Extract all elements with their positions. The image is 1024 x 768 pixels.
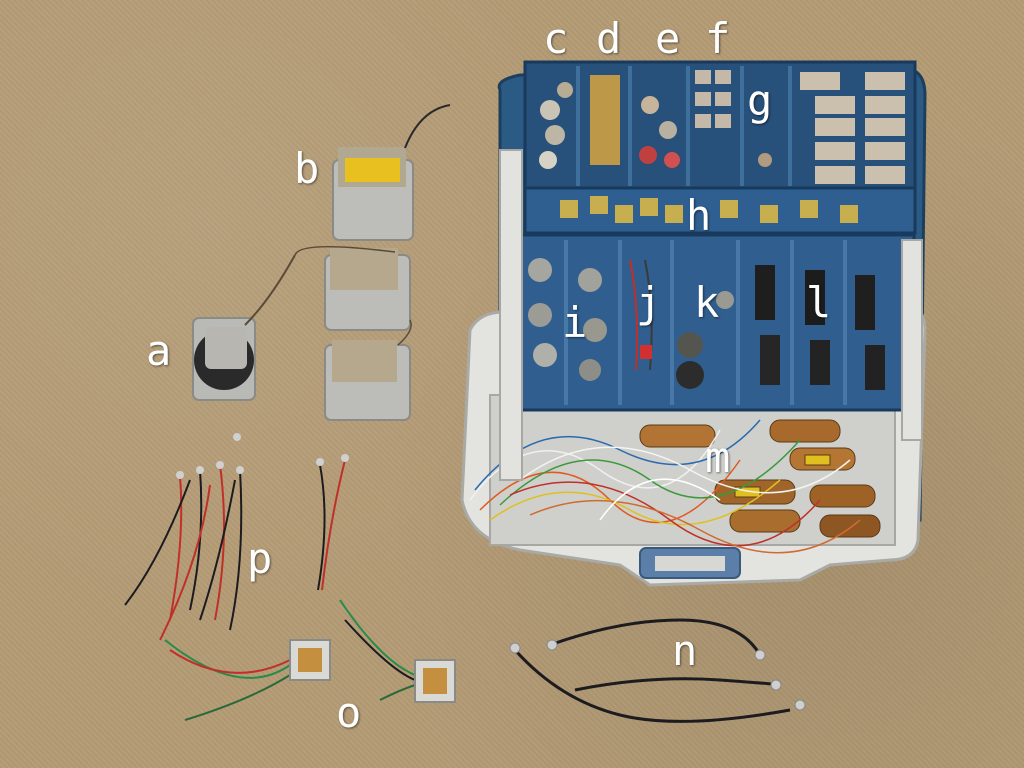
wire-pair-center <box>316 454 349 591</box>
label-o: o <box>336 688 362 737</box>
label-n: n <box>672 626 698 675</box>
speaker-bottom <box>324 319 412 421</box>
lower-tray-dividers <box>564 240 847 405</box>
hinge-arm-right <box>901 239 923 441</box>
label-b: b <box>294 144 320 193</box>
label-i: i <box>562 298 588 347</box>
hinge-arm-left <box>499 149 523 481</box>
transformer-left <box>164 639 331 721</box>
transformer-right <box>339 599 456 703</box>
cables-n <box>509 618 806 723</box>
label-g: g <box>747 76 773 125</box>
top-tray-parts <box>539 70 905 184</box>
label-f: f <box>705 14 731 63</box>
label-m: m <box>705 433 731 482</box>
label-e: e <box>655 14 681 63</box>
lugs <box>560 196 858 223</box>
label-p: p <box>247 534 273 583</box>
label-j: j <box>636 278 662 327</box>
capacitors <box>639 419 881 538</box>
label-a: a <box>146 326 172 375</box>
label-h: h <box>686 191 712 240</box>
label-l: l <box>806 278 832 327</box>
label-k: k <box>694 278 720 327</box>
speaker-a <box>192 254 296 401</box>
top-tray-dividers <box>576 66 792 186</box>
label-c: c <box>543 14 569 63</box>
label-d: d <box>596 14 622 63</box>
speaker-mid <box>294 245 411 331</box>
lower-tray-parts <box>528 258 885 390</box>
speaker-b <box>332 104 451 241</box>
wire-harness-p <box>124 433 244 641</box>
